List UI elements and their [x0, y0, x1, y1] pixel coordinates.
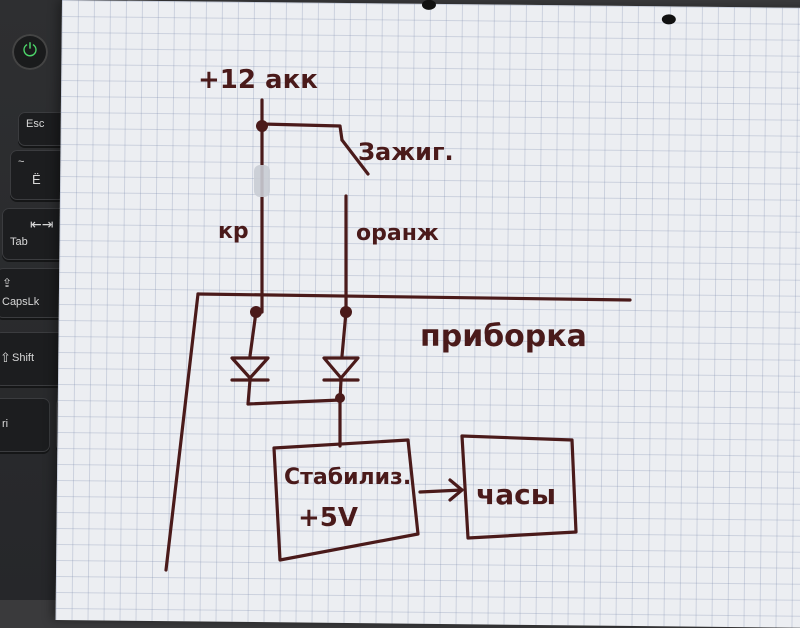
wire-left-to-diode: [248, 310, 258, 358]
arrow-head: [448, 478, 464, 502]
tab-arrows-icon: ⇤⇥: [30, 216, 54, 232]
wire-diode-join: [246, 378, 342, 406]
key-tilde-sub: Ё: [32, 172, 41, 187]
key-tab-label: Tab: [10, 236, 28, 248]
key-tilde-label: ~: [18, 156, 25, 168]
dashboard-boundary-side: [164, 292, 200, 572]
wire-right-label: оранж: [356, 221, 439, 246]
dashboard-boundary-line: [196, 292, 632, 302]
wire-left-label: кр: [218, 219, 249, 244]
shift-icon: ⇧: [0, 350, 11, 365]
power-button[interactable]: ⏻: [12, 34, 48, 70]
circuit-diagram: +12 акк Зажиг. кр оранж приборка Стабили…: [164, 65, 632, 572]
key-ctrl[interactable]: ri: [0, 398, 50, 452]
key-esc-label: Esc: [26, 118, 45, 130]
dashboard-label: приборка: [420, 319, 587, 354]
ignition-label: Зажиг.: [358, 138, 454, 166]
clock-box: [460, 434, 578, 540]
clock-label: часы: [476, 478, 556, 511]
supply-label: +12 акк: [198, 65, 318, 95]
wire-right-to-diode: [340, 310, 348, 358]
stabilizer-label-line2: +5V: [298, 503, 358, 533]
wire-to-switch: [260, 122, 344, 142]
key-ctrl-label: ri: [2, 418, 9, 430]
junction-top: [256, 120, 268, 132]
ignition-switch: [340, 138, 370, 176]
key-shift-label: Shift: [12, 352, 35, 364]
stabilizer-box: [272, 438, 420, 562]
capslock-icon: ⇪: [2, 276, 13, 290]
key-tilde[interactable]: ~ Ё: [10, 150, 68, 200]
arrow-line: [418, 488, 464, 494]
stabilizer-label-line1: Стабилиз.: [284, 465, 411, 490]
diode-left: [230, 356, 270, 382]
blurred-mark: [254, 165, 270, 197]
power-icon: ⏻: [22, 40, 38, 61]
key-capslock-label: CapsLk: [2, 296, 40, 308]
diode-right: [322, 356, 360, 382]
